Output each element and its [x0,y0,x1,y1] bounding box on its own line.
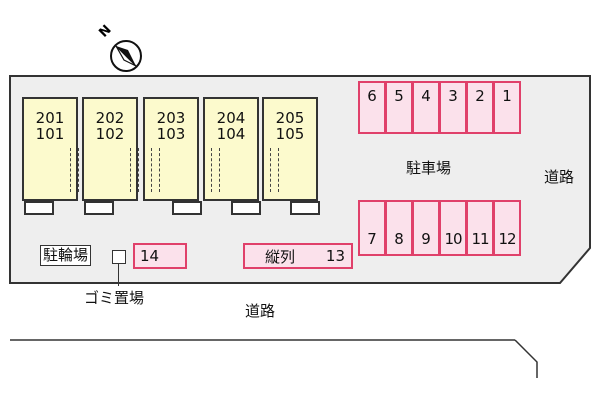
parking-space-9: 9 [412,200,440,256]
entry-path-2 [130,148,131,192]
unit-2-number: 202 102 [82,110,138,142]
entry-path-5b [278,148,279,192]
parking-space-3: 3 [439,81,467,134]
parking-space-6: 6 [358,81,386,134]
road-label-bottom: 道路 [245,302,276,320]
unit-5-number: 205 105 [262,110,318,142]
unit-1-upper: 201 [35,109,65,127]
parking-space-11: 11 [466,200,494,256]
entry-path-4 [211,148,212,192]
entrance-step-5 [290,201,320,215]
unit-3-lower: 103 [156,125,186,143]
unit-5-lower: 105 [275,125,305,143]
parking-space-14: 14 [133,243,187,269]
unit-2-lower: 102 [95,125,125,143]
parking-space-12: 12 [493,200,521,256]
bicycle-parking-label: 駐輪場 [40,245,92,266]
parking-space-8: 8 [385,200,413,256]
unit-3 [143,97,199,201]
unit-1-lower: 101 [35,125,65,143]
unit-4-upper: 204 [216,109,246,127]
unit-4-lower: 104 [216,125,246,143]
entrance-step-2 [84,201,114,215]
garbage-area-label: ゴミ置場 [84,289,145,307]
entrance-step-3 [172,201,202,215]
parking-space-2: 2 [466,81,494,134]
north-arrow-icon [110,40,142,72]
unit-2 [82,97,138,201]
parking-space-4: 4 [412,81,440,134]
parking-space-13: 縦列 13 [243,243,353,269]
entry-path-1b [78,148,79,192]
entrance-step-4 [231,201,261,215]
compass: N [96,22,144,74]
parking-lot-label: 駐車場 [406,159,452,177]
parallel-parking-label: 縦列 [265,247,296,266]
unit-5-upper: 205 [275,109,305,127]
entry-path-3 [151,148,152,192]
road-edge-corner [514,339,538,378]
garbage-area-box [112,250,126,264]
parking-space-1: 1 [493,81,521,134]
garbage-leader-line [118,264,119,286]
parking-space-10: 10 [439,200,467,256]
parking-space-13-number: 13 [325,247,345,265]
unit-3-number: 203 103 [143,110,199,142]
road-label-right: 道路 [544,168,575,186]
entry-path-2b [138,148,139,192]
unit-1-number: 201 101 [22,110,78,142]
unit-4 [203,97,259,201]
unit-5 [262,97,318,201]
unit-4-number: 204 104 [203,110,259,142]
entrance-step-1 [24,201,54,215]
entry-path-1 [70,148,71,192]
entry-path-3b [159,148,160,192]
unit-3-upper: 203 [156,109,186,127]
entry-path-5 [270,148,271,192]
unit-1 [22,97,78,201]
parking-space-5: 5 [385,81,413,134]
entry-path-4b [219,148,220,192]
parking-space-7: 7 [358,200,386,256]
unit-2-upper: 202 [95,109,125,127]
